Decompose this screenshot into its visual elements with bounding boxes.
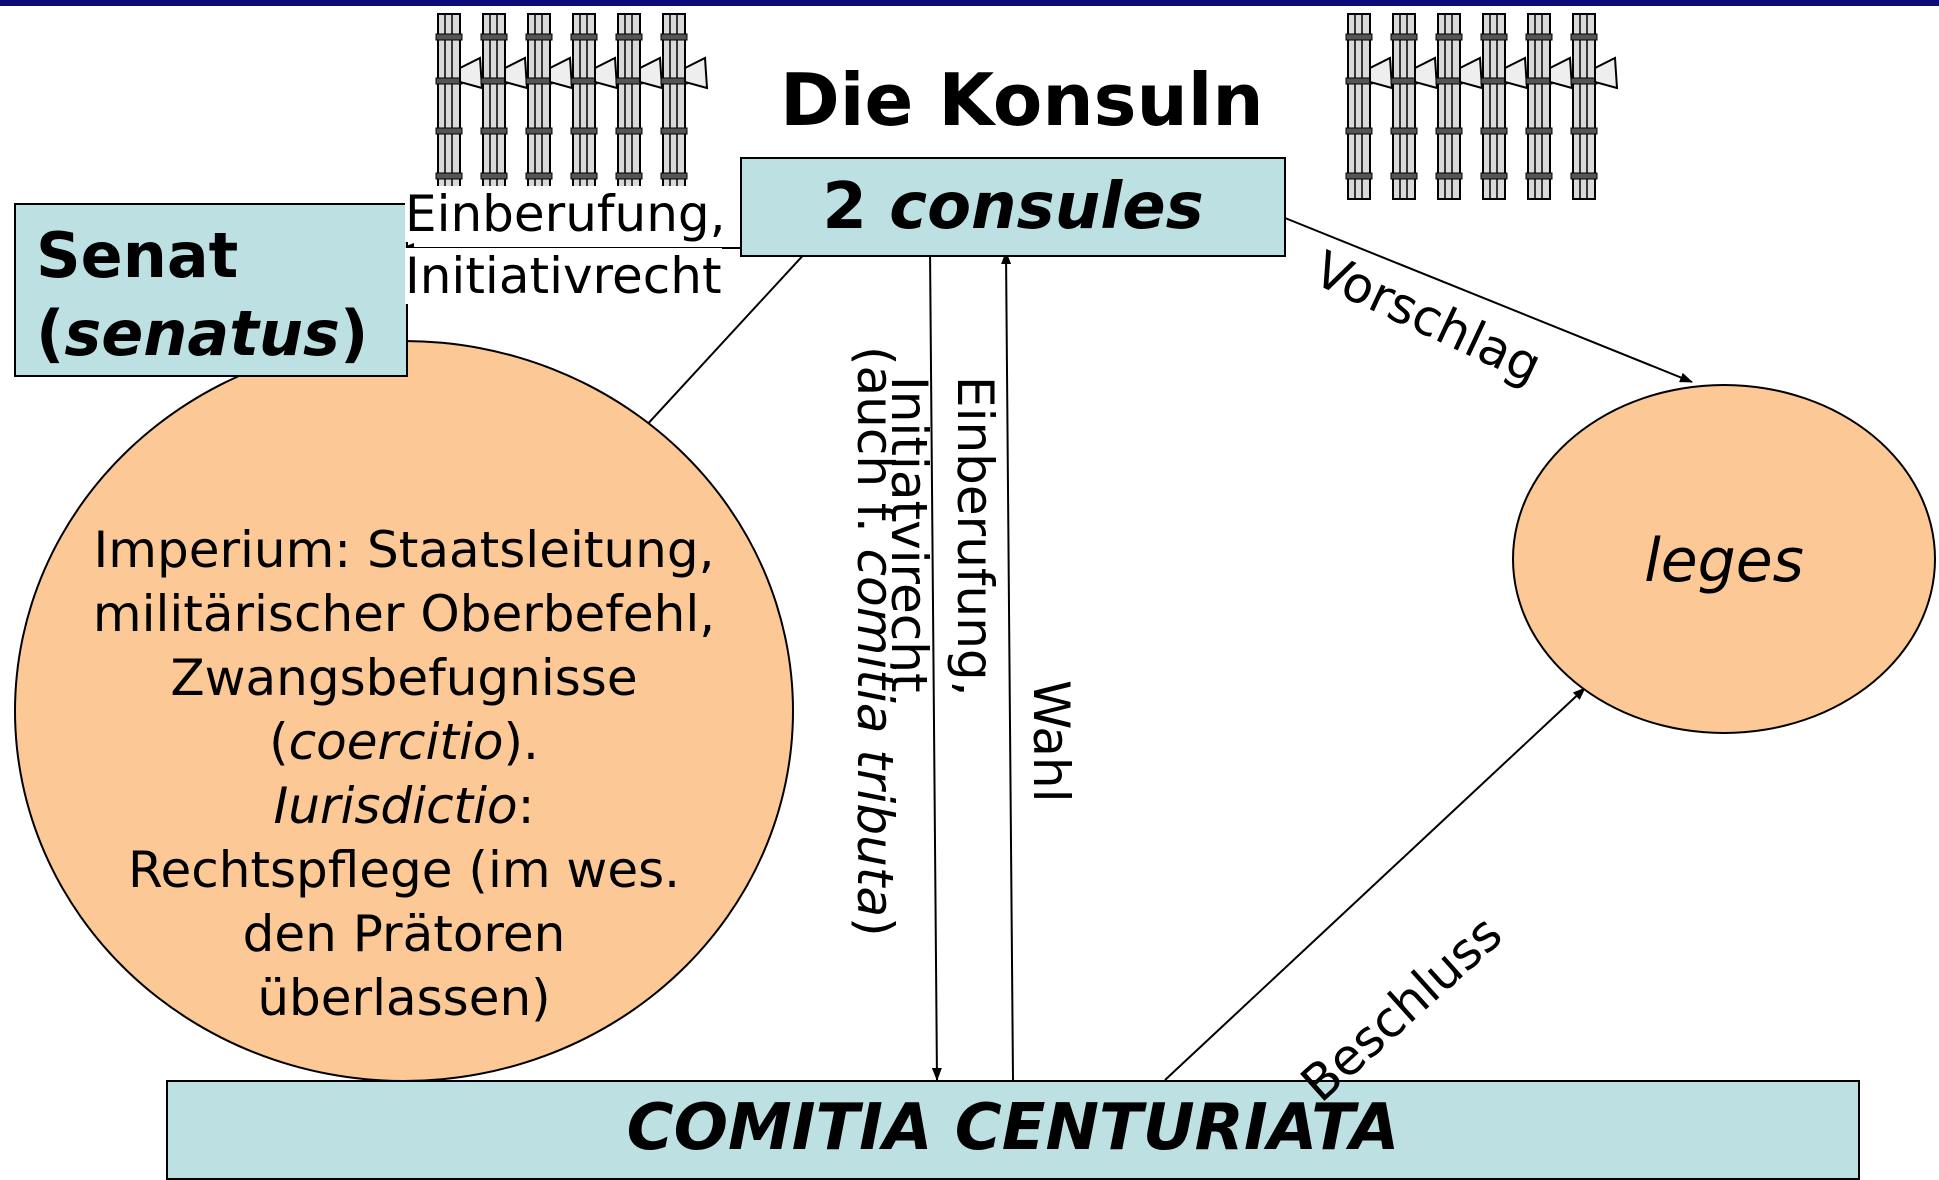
- edge-label-wahl: Wahl: [1022, 680, 1080, 803]
- leges-circle: [1512, 384, 1936, 734]
- edge-label-comitia-1: Einberufung,: [946, 376, 1004, 697]
- fasces-rod: [525, 13, 574, 200]
- arrow-comitia-to-leges: [1164, 687, 1586, 1081]
- imperium-line: den Prätoren: [242, 905, 566, 963]
- imperium-line: (coercitio).: [14, 710, 794, 774]
- consuls-box: 2 consules: [740, 157, 1286, 257]
- arrow-consuls-to-comitia: [929, 249, 942, 1081]
- coercitio-text: coercitio: [288, 713, 504, 771]
- consuls-label: consules: [889, 170, 1204, 244]
- fasces-icon: [1345, 13, 1619, 200]
- top-bar: [0, 0, 1939, 6]
- fasces-rod: [1480, 13, 1529, 200]
- diagram-title: Die Konsuln: [780, 58, 1264, 142]
- imperium-text: Imperium: Staatsleitung, militärischer O…: [14, 518, 794, 1030]
- colon: :: [517, 777, 535, 835]
- imperium-line: Imperium: Staatsleitung,: [93, 521, 715, 579]
- consuls-number: 2: [822, 170, 867, 244]
- fasces-icon: [435, 13, 709, 200]
- fasces-rod: [1570, 13, 1619, 200]
- leges-label: leges: [1644, 526, 1804, 596]
- senate-box: Senat (senatus): [14, 203, 408, 377]
- edge-label-comitia-3: (auch f. comitia tributa): [846, 346, 904, 937]
- fasces-rod: [435, 13, 484, 200]
- fasces-rod: [1435, 13, 1484, 200]
- senate-label: Senat: [36, 219, 239, 292]
- edge-label-senate-2: Initiativrecht: [405, 247, 722, 305]
- comitia-box: COMITIA CENTURIATA: [166, 1080, 1860, 1180]
- fasces-rod: [1525, 13, 1574, 200]
- imperium-circle: [14, 340, 794, 1082]
- arrow-consuls-to-leges: [1284, 217, 1693, 383]
- arrow-comitia-to-consuls: [1001, 251, 1014, 1081]
- imperium-line: Iurisdictio:: [14, 774, 794, 838]
- paren: ).: [503, 713, 539, 771]
- edge-label-senate-1: Einberufung,: [405, 185, 726, 243]
- senatus-text: senatus: [64, 297, 340, 370]
- comitia-label: COMITIA CENTURIATA: [626, 1091, 1400, 1165]
- imperium-line: überlassen): [257, 969, 551, 1027]
- imperium-line: Rechtspflege (im wes.: [127, 841, 681, 899]
- paren: (: [269, 713, 289, 771]
- iurisdictio-text: Iurisdictio: [273, 777, 518, 835]
- fasces-rod: [1345, 13, 1394, 200]
- fasces-rod: [1390, 13, 1439, 200]
- arrow-consuls-to-imperium: [631, 249, 809, 442]
- senate-latin: (senatus): [36, 297, 369, 370]
- fasces-rod: [660, 13, 709, 200]
- imperium-line: militärischer Oberbefehl,: [92, 585, 716, 643]
- imperium-line: Zwangsbefugnisse: [170, 649, 638, 707]
- fasces-rod: [570, 13, 619, 200]
